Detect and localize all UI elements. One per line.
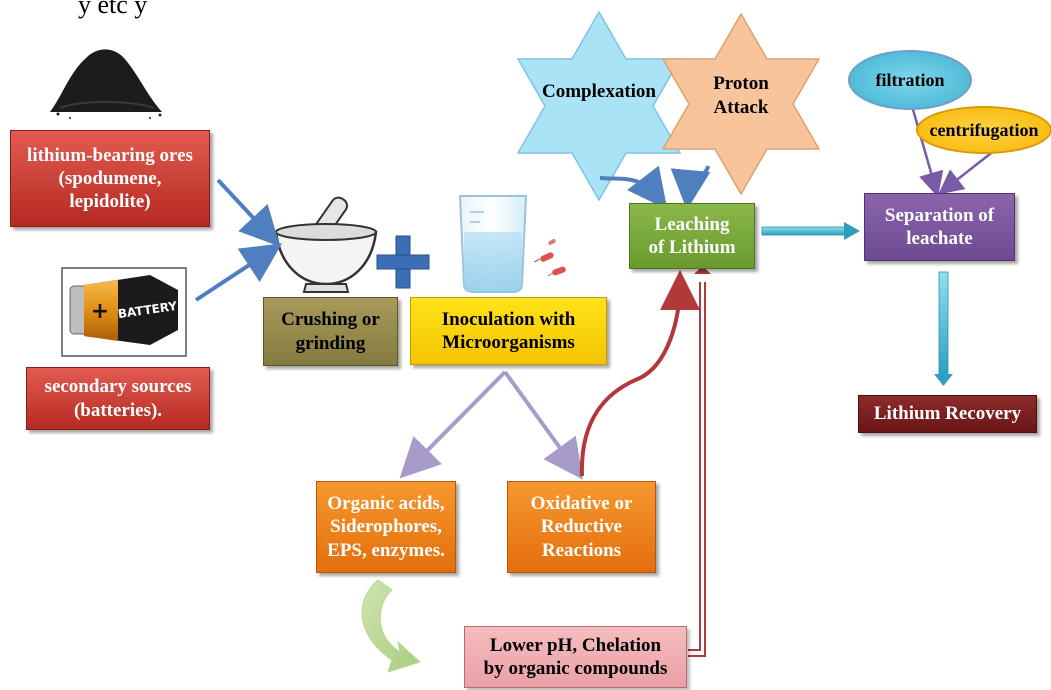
svg-text:+: +	[91, 299, 109, 324]
arrow-filtration-to-separation	[910, 105, 944, 198]
arrow-batteries-to-crushing	[194, 243, 283, 302]
lithium-ores-box: lithium-bearing ores (spodumene, lepidol…	[10, 130, 210, 227]
beaker-icon	[458, 195, 566, 293]
arrow-leaching-to-separation	[761, 222, 860, 240]
mortar-and-pestle-icon	[274, 196, 378, 293]
filtration-oval: filtration	[848, 50, 972, 110]
separation-box: Separation of leachate	[864, 193, 1015, 261]
battery-icon: + BATTERY	[61, 267, 187, 357]
arrow-separation-to-recovery	[934, 271, 953, 386]
ore-powder-icon	[50, 49, 162, 119]
arrow-inoculation-to-organic-acids	[399, 370, 507, 479]
arrow-proton-to-leaching	[670, 165, 711, 210]
arrow-oxidative-to-leaching	[579, 270, 700, 477]
plus-icon	[376, 235, 430, 289]
arrow-centrifugation-to-separation	[938, 149, 996, 195]
arrow-complexation-to-leaching	[599, 165, 668, 210]
arrow-ores-to-crushing	[216, 178, 281, 247]
centrifugation-oval: centrifugation	[916, 106, 1051, 154]
green-curved-arrow	[361, 579, 421, 673]
proton-attack-label: Proton Attack	[713, 73, 769, 118]
figure-caption-fragment: y etc y	[78, 0, 148, 19]
arrow-inoculation-to-oxidative	[503, 370, 584, 480]
arrow-lower-ph-to-leaching	[688, 266, 711, 657]
organic-acids-box: Organic acids, Siderophores, EPS, enzyme…	[316, 481, 456, 573]
complexation-star	[516, 10, 682, 202]
oxidative-reductive-box: Oxidative or Reductive Reactions	[507, 481, 656, 573]
inoculation-box: Inoculation with Microorganisms	[410, 297, 607, 365]
secondary-sources-box: secondary sources (batteries).	[26, 367, 210, 430]
lithium-recovery-box: Lithium Recovery	[858, 395, 1037, 433]
crushing-box: Crushing or grinding	[263, 297, 398, 366]
leaching-box: Leaching of Lithium	[629, 203, 755, 269]
lower-ph-chelation-box: Lower pH, Chelation by organic compounds	[464, 626, 687, 688]
proton-attack-star	[661, 12, 821, 196]
complexation-label: Complexation	[542, 81, 656, 102]
